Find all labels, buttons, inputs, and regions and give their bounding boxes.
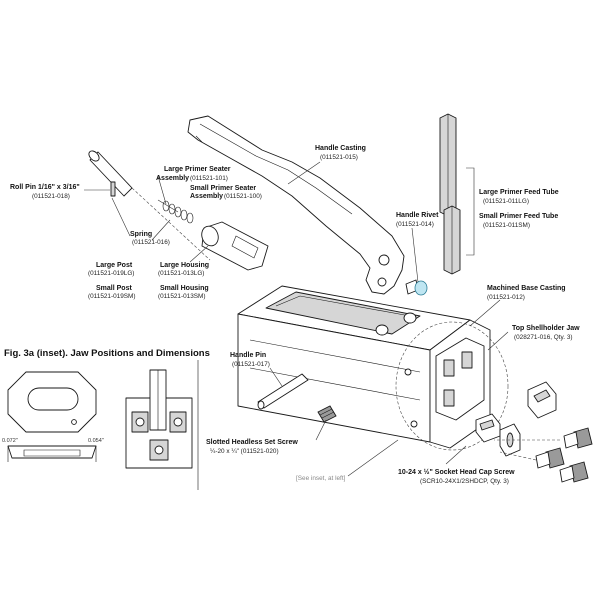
spring-title: Spring — [130, 231, 152, 238]
large-seater-part: (011521-101) — [190, 175, 228, 182]
large-feed-tube-title: Large Primer Feed Tube — [479, 189, 559, 196]
handle-pin-title: Handle Pin — [230, 352, 266, 359]
leader-lines — [84, 161, 509, 477]
small-seater-part: (011521-100) — [224, 193, 262, 200]
small-feed-tube-drawing — [443, 205, 461, 275]
handle-rivet-title: Handle Rivet — [396, 212, 439, 219]
inset-title: Fig. 3a (inset). Jaw Positions and Dimen… — [4, 348, 210, 359]
machined-base-casting-drawing — [237, 285, 491, 449]
large-seater-title-2: Assembly — [156, 175, 189, 182]
small-feed-tube-title: Small Primer Feed Tube — [479, 213, 558, 220]
small-housing-part: (011521-013SM) — [158, 293, 205, 300]
handle-pin-part: (011521-017) — [232, 361, 270, 368]
small-seater-title-2: Assembly — [190, 193, 223, 200]
inset-figure: Fig. 3a (inset). Jaw Positions and Dimen… — [2, 348, 210, 490]
jaw-plate-side-view — [7, 445, 97, 462]
shellholder-jaw-title: Top Shellholder Jaw — [512, 325, 580, 332]
handle-pin-drawing — [257, 373, 309, 410]
small-post-part: (011521-019SM) — [88, 293, 135, 300]
see-inset-note: [See inset, at left] — [296, 475, 346, 482]
handle-rivet-drawing — [405, 279, 428, 296]
shellholder-jaw-part: (028271-016, Qty. 3) — [514, 334, 573, 341]
handle-casting-drawing — [187, 115, 405, 295]
small-feed-tube-part: (011521-011SM) — [483, 222, 530, 229]
jaw-plate-top-view — [7, 371, 97, 433]
inset-callout-circle — [395, 321, 509, 451]
cap-screw-title: 10-24 x ½" Socket Head Cap Screw — [398, 468, 515, 476]
large-post-title: Large Post — [96, 262, 133, 269]
large-feed-tube-drawing — [439, 113, 457, 217]
roll-pin-drawing — [110, 181, 116, 197]
cap-screw-part: (SCR10-24X1/2SHDCP, Qty. 3) — [420, 478, 509, 485]
handle-rivet-part: (011521-014) — [396, 221, 434, 228]
small-seater-title-1: Small Primer Seater — [190, 185, 256, 192]
small-housing-title: Small Housing — [160, 285, 209, 292]
large-feed-tube-part: (011521-011LG) — [483, 198, 529, 205]
cap-screw-drawings — [494, 427, 593, 483]
roll-pin-title: Roll Pin 1/16" x 3/16" — [10, 184, 80, 191]
set-screw-part: ¼-20 x ¼" (011521-020) — [210, 448, 279, 455]
inset-dim-right: 0.054" — [88, 438, 104, 444]
inset-dim-left: 0.072" — [2, 438, 18, 444]
handle-casting-part: (011521-015) — [320, 154, 358, 161]
spring-part: (011521-016) — [132, 239, 170, 246]
spring-drawing — [162, 200, 194, 224]
large-post-drawing — [88, 150, 211, 261]
machined-base-title: Machined Base Casting — [487, 285, 566, 292]
set-screw-title: Slotted Headless Set Screw — [206, 439, 298, 446]
housing-drawing — [201, 221, 269, 271]
handle-casting-title: Handle Casting — [315, 145, 366, 152]
small-post-title: Small Post — [96, 285, 132, 292]
set-screw-drawing — [317, 405, 337, 423]
large-post-part: (011521-019LG) — [88, 270, 134, 277]
large-housing-part: (011521-013LG) — [158, 270, 204, 277]
machined-base-part: (011521-012) — [487, 294, 525, 301]
large-seater-title-1: Large Primer Seater — [164, 166, 231, 173]
jaw-position-view — [125, 369, 193, 469]
large-housing-title: Large Housing — [160, 262, 209, 269]
roll-pin-part: (011521-018) — [32, 193, 70, 200]
